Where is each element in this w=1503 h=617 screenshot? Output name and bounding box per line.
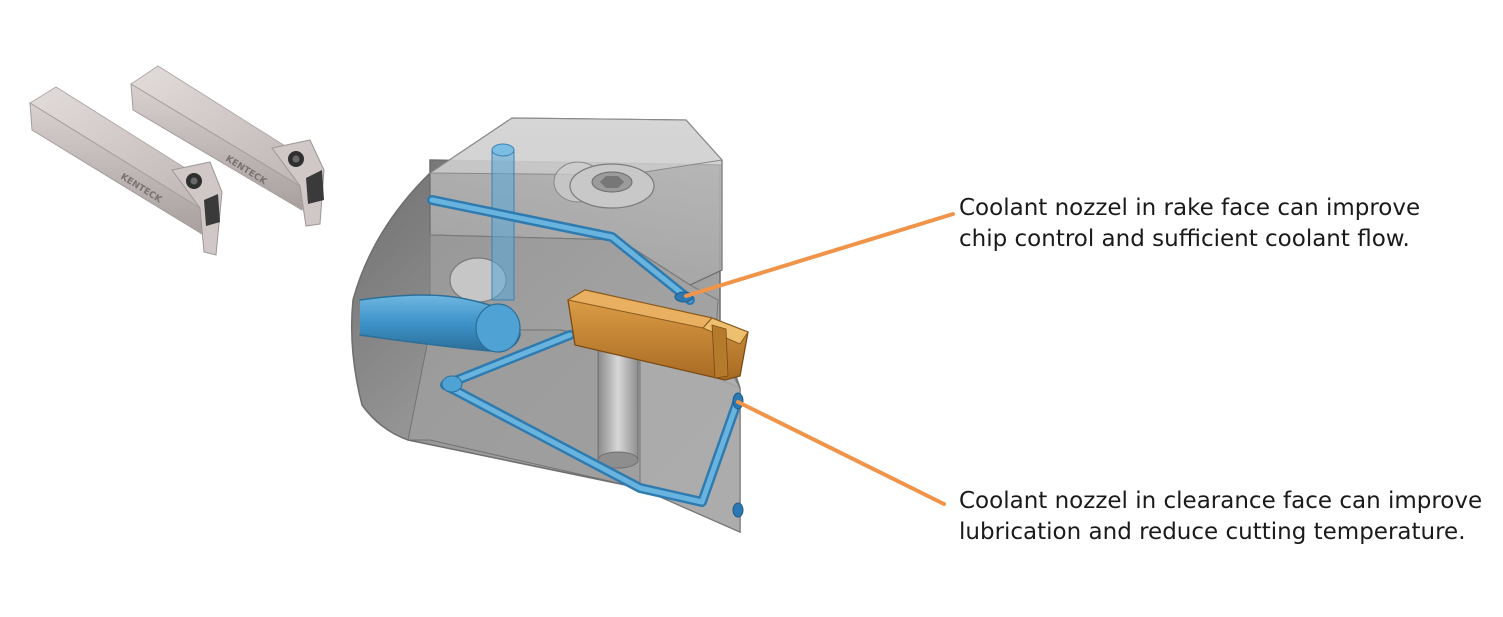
cutaway-model	[350, 117, 749, 534]
rake-face-callout-line2: chip control and sufficient coolant flow…	[959, 226, 1410, 252]
clearance-face-callout-line2: lubrication and reduce cutting temperatu…	[959, 519, 1466, 545]
grooving-insert	[566, 289, 749, 381]
clearance-face-callout: Coolant nozzel in clearance face can imp…	[959, 486, 1482, 548]
clearance-face-callout-line1: Coolant nozzel in clearance face can imp…	[959, 488, 1483, 514]
coolant-vertical-channel	[491, 149, 515, 301]
rake-face-callout-line1: Coolant nozzel in rake face can improve	[959, 195, 1421, 221]
tool-holder-photo: KENTECK KENTECK	[29, 65, 325, 256]
coolant-channels	[359, 143, 744, 518]
clearance-face-leader-line	[736, 400, 946, 506]
tool-holder-back: KENTECK	[130, 65, 325, 227]
tool-holder-front: KENTECK	[29, 86, 223, 256]
rake-face-callout: Coolant nozzel in rake face can improve …	[959, 193, 1420, 255]
rake-face-leader-line	[684, 212, 955, 298]
